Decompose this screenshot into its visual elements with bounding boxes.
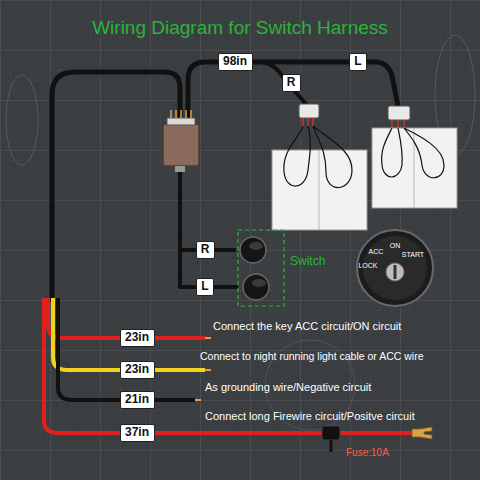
connector-pins [171,110,191,118]
wire-note: Connect to night running light cable or … [200,351,424,363]
key-cylinder [386,263,404,281]
fuse-cap [330,440,333,452]
yellow-wire [53,298,205,370]
heating-pad [272,150,367,230]
wire-tag: 98in [218,53,253,71]
tag-text: 23in [125,331,149,344]
tag-text: 37in [125,426,149,439]
switch-group-outline [238,230,284,306]
switch-highlight [252,279,266,287]
diagram-title: Wiring Diagram for Switch Harness [0,18,480,39]
wire-tag: L [349,53,367,71]
rocker-switch [243,274,269,300]
fuse-holder [322,426,340,440]
wire-note: Connect long Firewire circuit/Positve ci… [205,410,415,422]
switch-highlight [249,242,263,250]
wire-tag: 23in [120,361,155,379]
key-position: LOCK [358,262,377,270]
wire-tag: 21in [120,391,155,409]
wire-tag: R [196,241,215,259]
pad-connector [299,104,319,118]
harness-wire [188,62,398,126]
harness-wire [262,62,306,104]
key-slot [394,265,397,279]
pad-connector [388,106,410,120]
fork-terminal [412,427,432,439]
tag-text: 21in [125,393,149,406]
blueprint-sketch [6,75,38,165]
pad-lead [404,128,444,178]
tag-text: L [354,55,361,68]
key-position: START [402,251,424,259]
wire-tag: L [196,278,214,296]
module-connector [167,118,195,125]
pad-lead [313,126,352,188]
tag-text: 98in [223,55,247,68]
wire-tag: 37in [120,424,155,442]
key-position: ACC [369,248,384,256]
module-plug [175,166,185,172]
fuse-rating: Fuse:10A [346,447,389,458]
wire-note: Connect the key ACC circuit/ON circuit [213,320,401,332]
heating-pad [372,128,457,208]
switch-caption: Switch [290,255,325,268]
connector-pins [392,120,404,128]
wire-tag: 23in [120,329,155,347]
black-wire [58,298,195,400]
control-module [163,124,199,166]
rocker-switch [240,237,266,263]
key-position: ON [390,242,401,250]
tag-text: L [201,280,208,293]
harness-wire [52,72,180,300]
pad-lead [382,128,403,177]
tag-text: 23in [125,363,149,376]
pad-seam [319,150,320,230]
ignition-switch [357,230,433,306]
pad-lead [284,126,310,186]
tag-text: R [201,243,210,256]
connector-pins [303,118,313,126]
harness-wire [180,165,238,287]
pad-seam [414,128,415,208]
wire-note: As grounding wire/Negative circuit [205,381,371,393]
tag-text: R [287,76,296,89]
wire-tag: R [282,74,301,92]
